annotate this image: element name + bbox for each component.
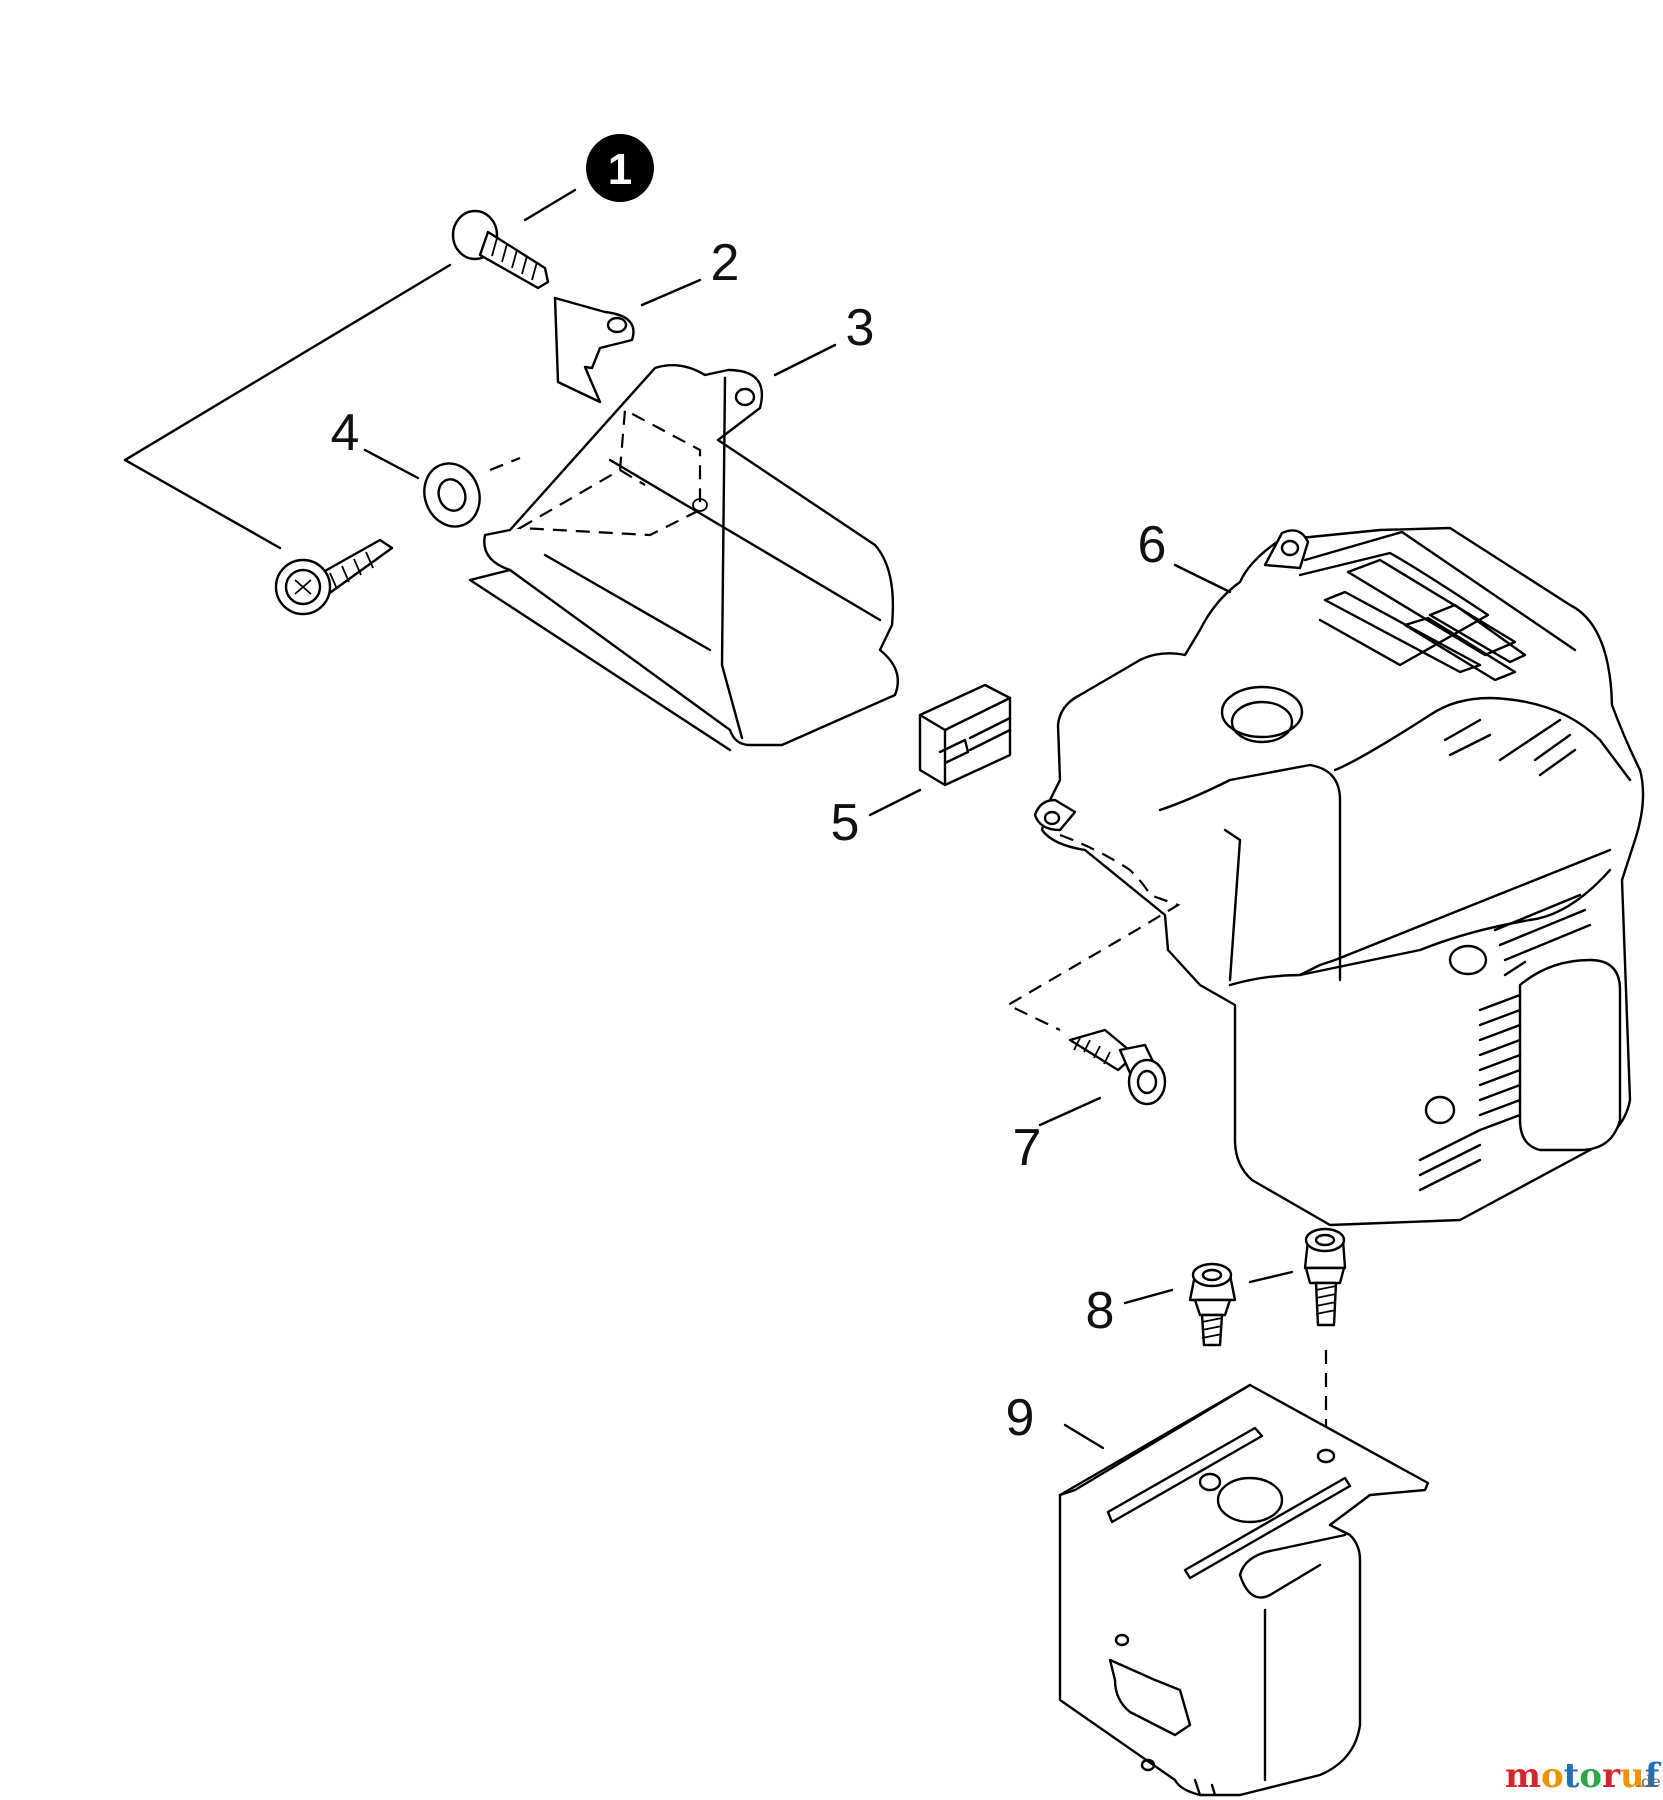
watermark-text: motoruf — [1505, 1756, 1662, 1796]
leader-7 — [1038, 1096, 1102, 1127]
part-3-cover — [468, 364, 900, 752]
watermark-suffix: .de — [1636, 1772, 1661, 1791]
part-7-bolt — [1068, 1028, 1167, 1106]
part-4-washer — [423, 462, 481, 528]
dash-washer — [489, 456, 521, 472]
leader-8b — [1248, 1270, 1294, 1284]
watermark-letter: o — [1579, 1756, 1602, 1796]
leader-6 — [1173, 563, 1232, 594]
watermark-letter: t — [1564, 1756, 1580, 1796]
watermark-logo: motoruf .de — [1505, 1756, 1662, 1796]
watermark-letter: u — [1620, 1756, 1645, 1796]
callout-6: 6 — [1138, 516, 1167, 574]
part-9-heat-shield — [1058, 1383, 1430, 1797]
part-1-screw-lower — [274, 538, 394, 616]
callout-2: 2 — [711, 234, 740, 292]
callout-1-badge — [586, 134, 654, 202]
watermark-letter: f — [1645, 1756, 1662, 1796]
leader-bracket-upper — [123, 263, 452, 462]
callout-4: 4 — [331, 404, 360, 462]
callout-5: 5 — [831, 794, 860, 852]
leader-8a — [1123, 1288, 1174, 1305]
leader-2 — [640, 278, 702, 307]
callout-1: 1 — [608, 145, 632, 194]
watermark-letter: m — [1505, 1756, 1541, 1796]
dash-engine-cover — [1005, 833, 1181, 1031]
leader-4 — [363, 448, 420, 480]
callout-7: 7 — [1013, 1119, 1042, 1177]
part-8-bolt-left — [1188, 1262, 1237, 1347]
callout-8: 8 — [1086, 1282, 1115, 1340]
leader-5 — [868, 788, 922, 817]
leader-bracket-lower — [123, 458, 282, 550]
watermark-letter: r — [1602, 1756, 1621, 1796]
watermark-letter: o — [1541, 1756, 1564, 1796]
leader-3 — [773, 343, 837, 377]
part-8-bolt-right — [1303, 1227, 1347, 1327]
part-6-engine-cover — [1033, 526, 1645, 1227]
callout-9: 9 — [1006, 1389, 1035, 1447]
part-5-block — [918, 683, 1012, 787]
part-1-screw-upper — [451, 209, 550, 290]
leader-1 — [523, 188, 577, 222]
leader-9 — [1063, 1423, 1105, 1450]
callout-3: 3 — [846, 299, 875, 357]
part-2-bracket — [553, 296, 635, 404]
